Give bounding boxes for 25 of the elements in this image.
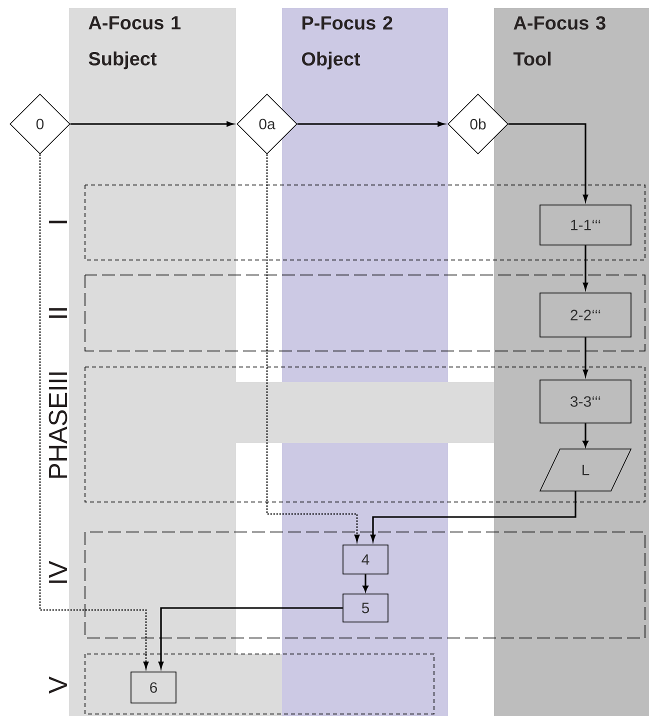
arrow: [362, 574, 368, 592]
process-box: 4: [342, 544, 388, 574]
arrow: [582, 423, 588, 447]
process-box: 5: [342, 594, 388, 622]
arrow: [582, 245, 588, 290]
arrow: [266, 154, 360, 542]
arrow: [297, 121, 444, 127]
arrow: [39, 154, 149, 669]
arrow: [370, 491, 576, 542]
arrow: [70, 121, 234, 127]
column-heading: A-Focus 1 Subject: [88, 16, 181, 70]
phase-label: I: [49, 220, 67, 224]
column-heading: A-Focus 3 Tool: [513, 16, 606, 66]
phase-label: V: [49, 676, 67, 694]
process-box: 2-2‘‘‘: [540, 292, 632, 338]
arrow: [158, 607, 343, 668]
phase-label: PHASEIII: [48, 372, 68, 478]
process-box: 1-1‘‘‘: [540, 204, 632, 246]
phase-label: IV: [49, 560, 67, 583]
arrow: [582, 337, 588, 376]
column-heading: P-Focus 2 Object: [302, 16, 392, 70]
process-box: 6: [130, 672, 176, 704]
process-box: 3-3‘‘‘: [540, 380, 632, 424]
phase-label: II: [49, 308, 67, 318]
arrow: [508, 123, 588, 202]
